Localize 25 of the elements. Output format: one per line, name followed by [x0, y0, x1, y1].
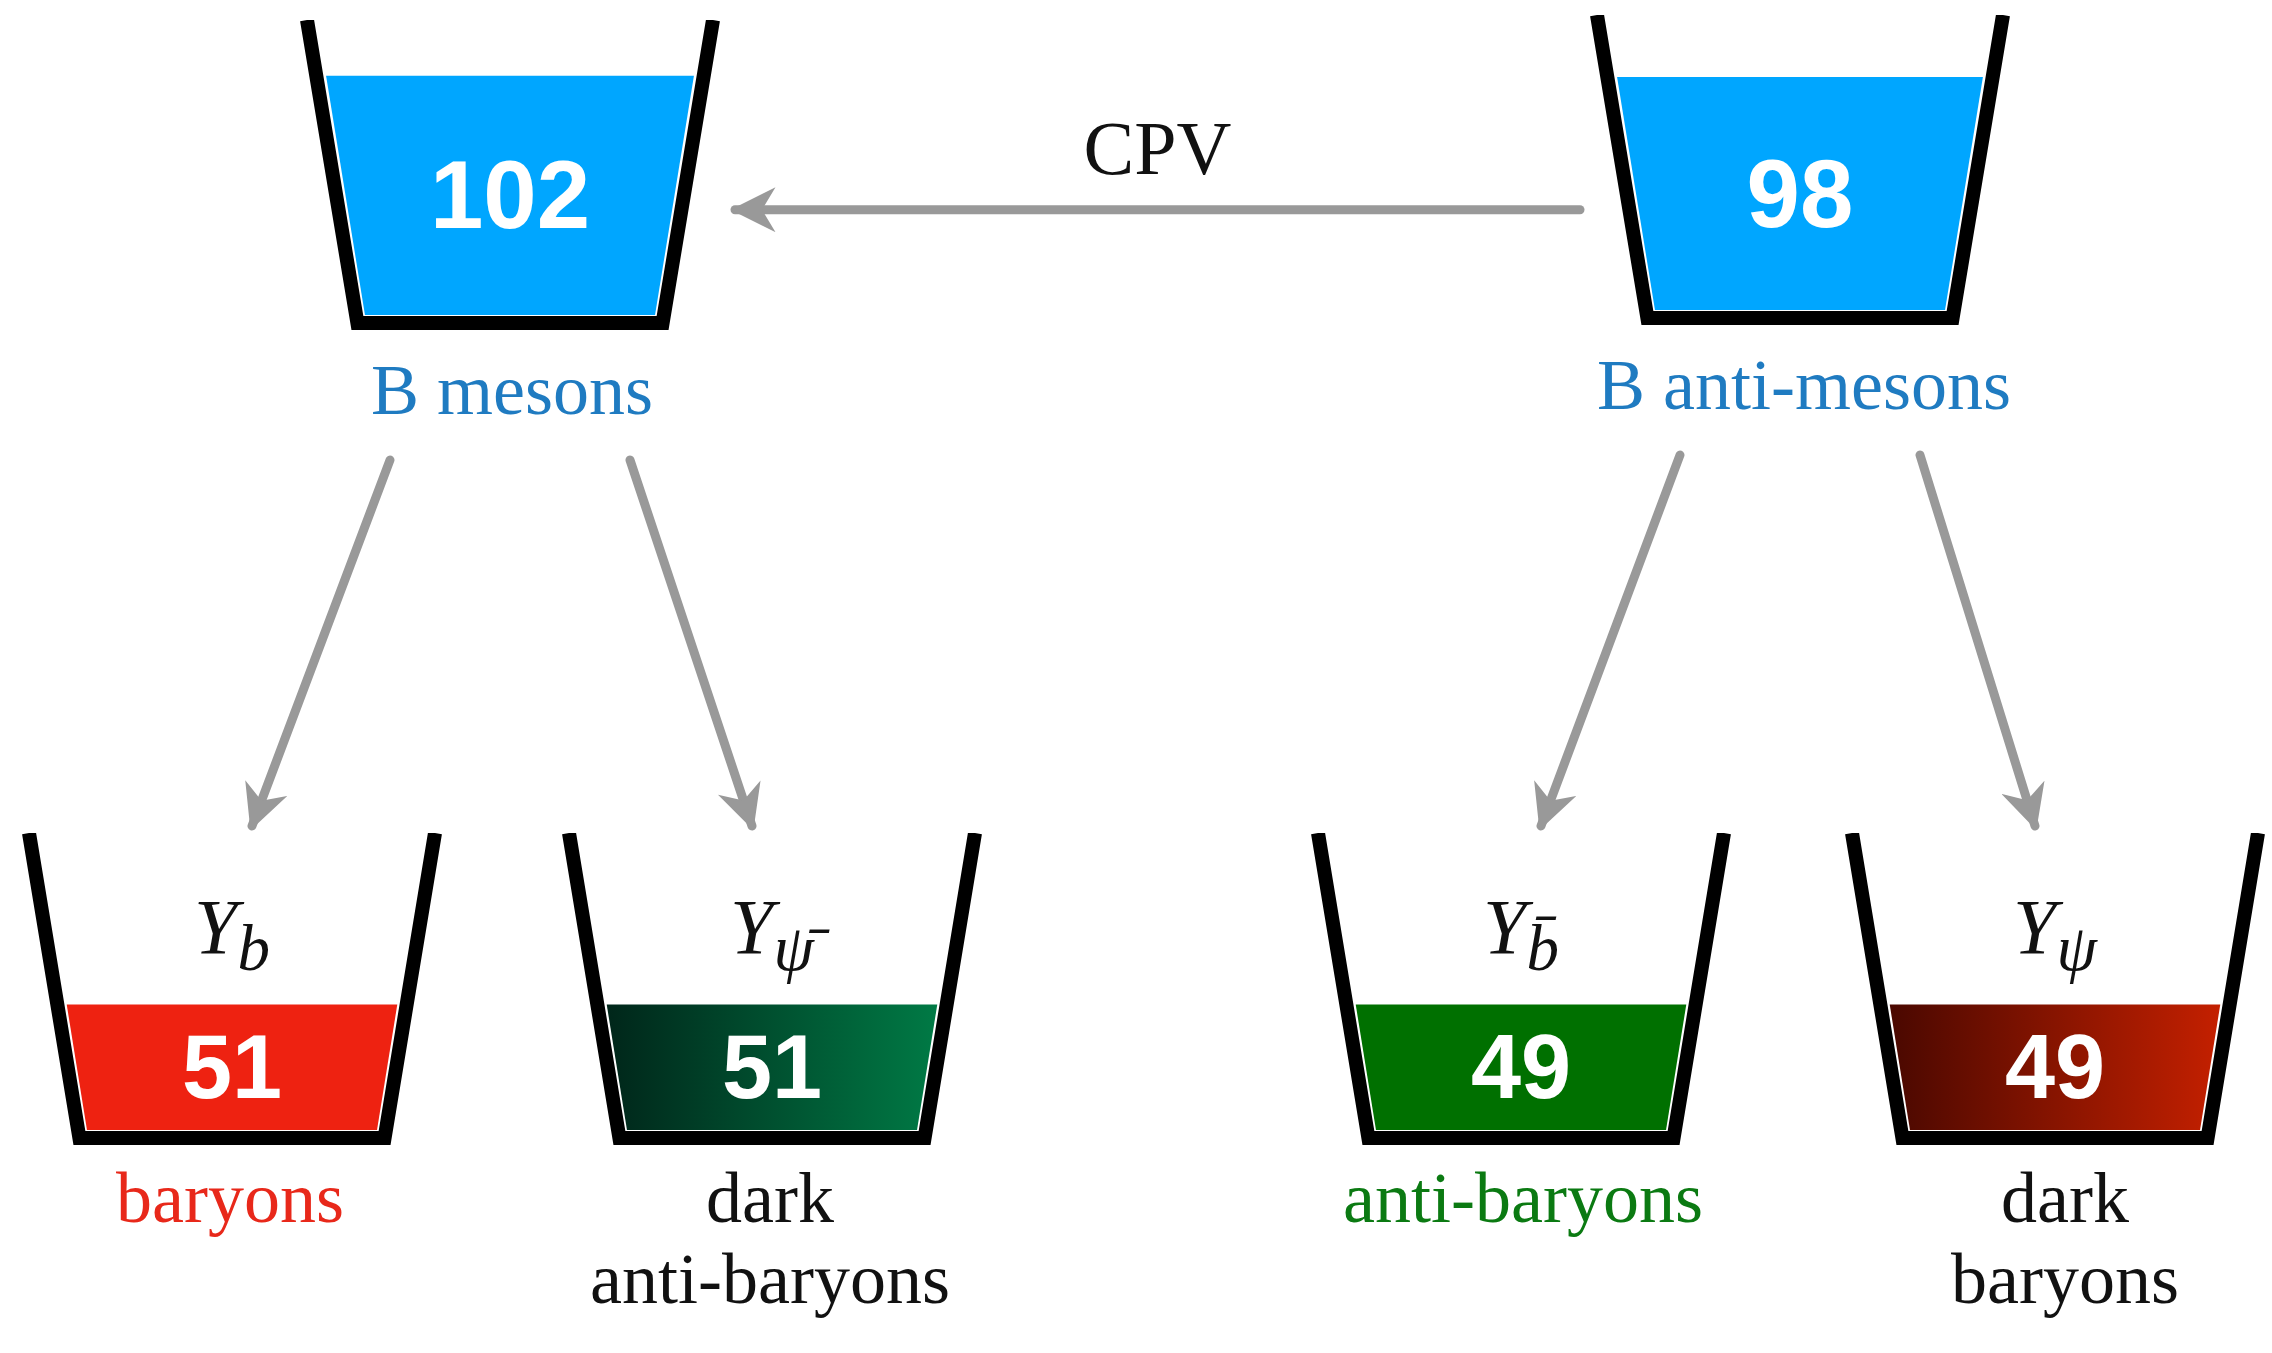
bucket-caption: dark baryons — [1950, 1158, 2180, 1320]
arrow — [625, 455, 761, 831]
count-label: 51 — [180, 1022, 284, 1113]
arrow — [730, 187, 1585, 233]
bucket-caption: anti-baryons — [1342, 1158, 1704, 1239]
bucket — [22, 833, 442, 1145]
arrow — [1915, 450, 2045, 831]
bucket — [562, 833, 982, 1145]
bucket — [1845, 833, 2265, 1145]
symbol-label: Y$_{b̄}$ — [1482, 887, 1560, 981]
count-label: 49 — [2003, 1022, 2107, 1113]
bucket-caption: B anti-mesons — [1596, 345, 2012, 426]
bucket-caption: baryons — [115, 1158, 345, 1239]
count-label: 98 — [1745, 145, 1855, 242]
bucket — [300, 20, 720, 330]
bucket-caption: dark anti-baryons — [589, 1158, 951, 1320]
count-label: 49 — [1469, 1022, 1573, 1113]
arrow — [1534, 450, 1685, 831]
bucket — [1311, 833, 1731, 1145]
bucket — [1590, 15, 2010, 325]
arrow — [245, 455, 395, 831]
count-label: 51 — [720, 1022, 824, 1113]
symbol-label: Y$_{b}$ — [193, 887, 271, 981]
count-label: 102 — [428, 147, 592, 244]
bucket-caption: B mesons — [370, 350, 654, 431]
